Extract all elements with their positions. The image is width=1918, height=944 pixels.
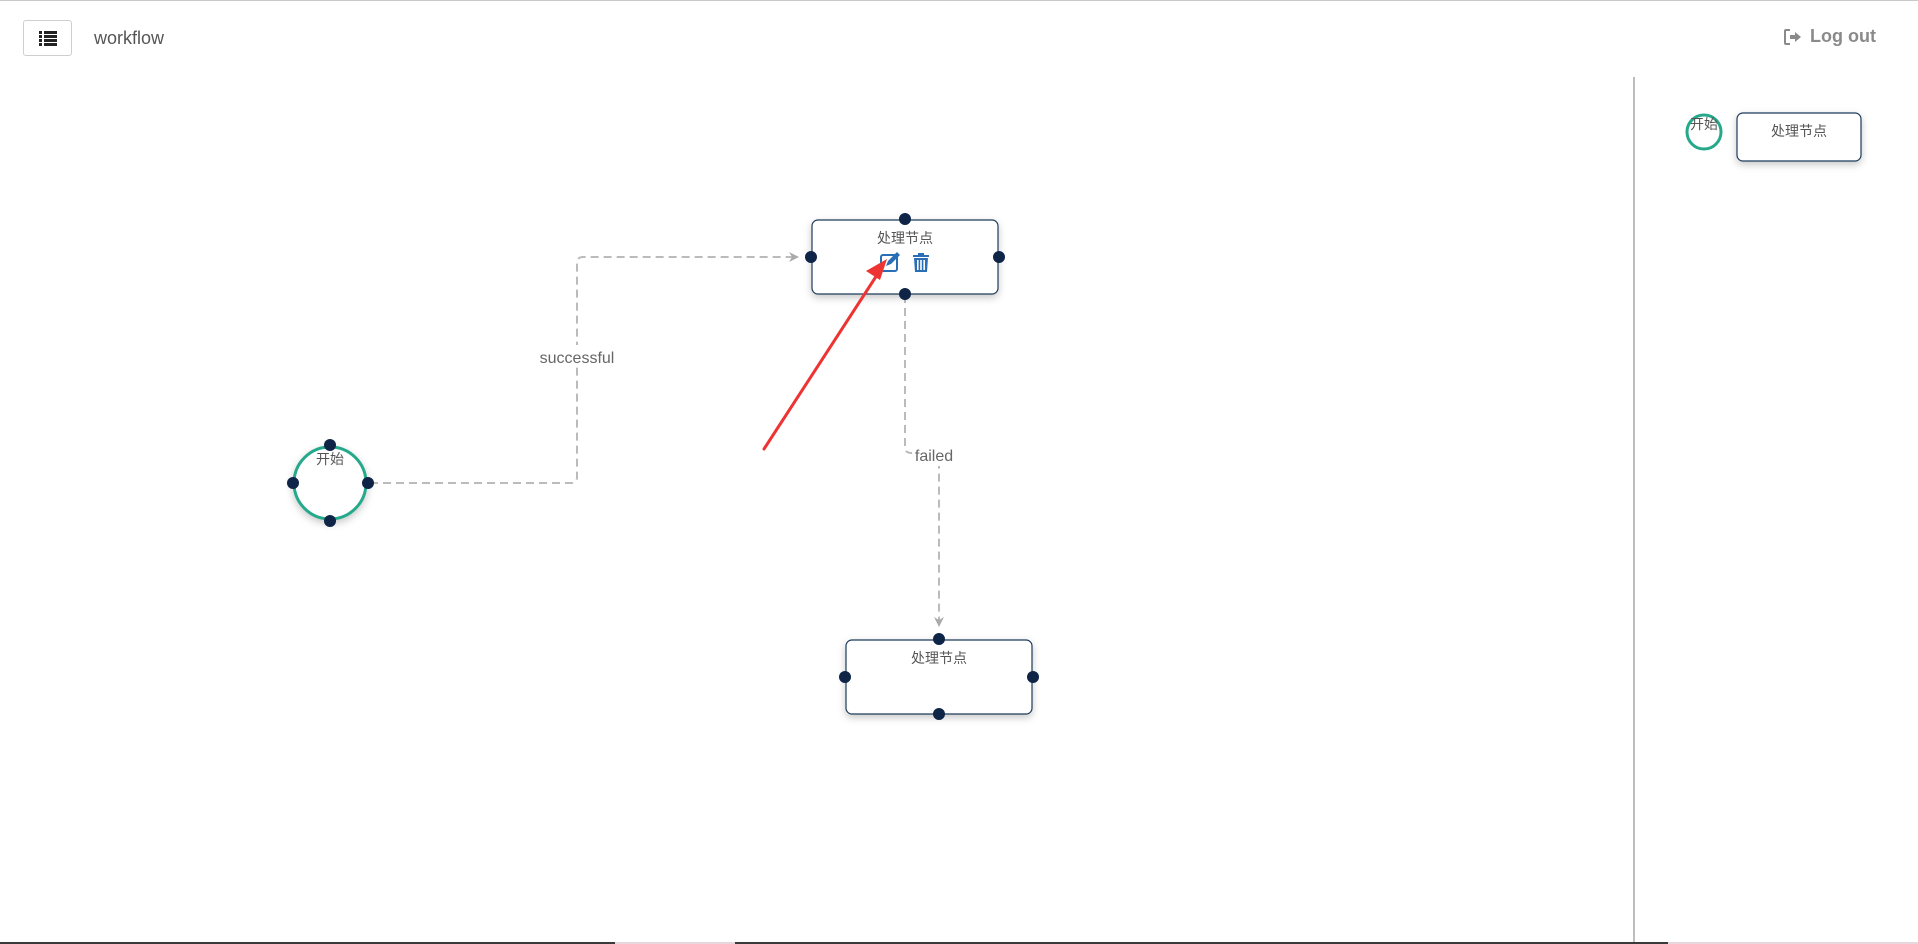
edge-successful[interactable] [370,252,799,484]
palette-process-node[interactable]: 处理节点 [1736,112,1862,162]
sign-out-icon [1784,28,1802,45]
edge-label-successful-text: successful [540,350,615,367]
red-arrow-icon [762,259,887,451]
anchor-point[interactable] [1027,671,1039,683]
anchor-point[interactable] [899,288,911,300]
process-node-2-label: 处理节点 [911,651,967,667]
anchor-point[interactable] [839,671,851,683]
anchor-point[interactable] [805,251,817,263]
anchor-point[interactable] [324,439,336,451]
anchor-point[interactable] [324,515,336,527]
anchor-point[interactable] [287,477,299,489]
process-node-2[interactable]: 处理节点 [839,633,1039,720]
bottom-bar-segment [615,942,735,944]
app-title: workflow [94,28,165,48]
start-node[interactable]: 开始 [287,439,374,527]
edge-label-successful: successful [537,345,617,367]
palette-start-node[interactable]: 开始 [1685,113,1723,151]
panel-splitter[interactable] [1633,77,1635,944]
edge-label-failed-text: failed [915,448,953,465]
palette-start-label: 开始 [1690,117,1718,133]
logout-label: Log out [1810,26,1876,46]
anchor-point[interactable] [993,251,1005,263]
logout-button[interactable]: Log out [1784,26,1876,47]
process-node-1[interactable]: 处理节点 [805,213,1005,300]
anchor-point[interactable] [899,213,911,225]
anchor-point[interactable] [933,708,945,720]
start-node-label: 开始 [316,452,344,468]
process-node-1-label: 处理节点 [877,231,933,247]
list-icon [38,30,57,46]
edge-label-failed: failed [912,444,956,466]
bottom-bar-segment [1668,942,1918,944]
bottom-bar [0,942,1918,944]
anchor-point[interactable] [933,633,945,645]
menu-toggle-button[interactable] [23,20,72,56]
trash-icon[interactable] [913,253,929,272]
anchor-point[interactable] [362,477,374,489]
palette-process-label: 处理节点 [1771,124,1827,140]
